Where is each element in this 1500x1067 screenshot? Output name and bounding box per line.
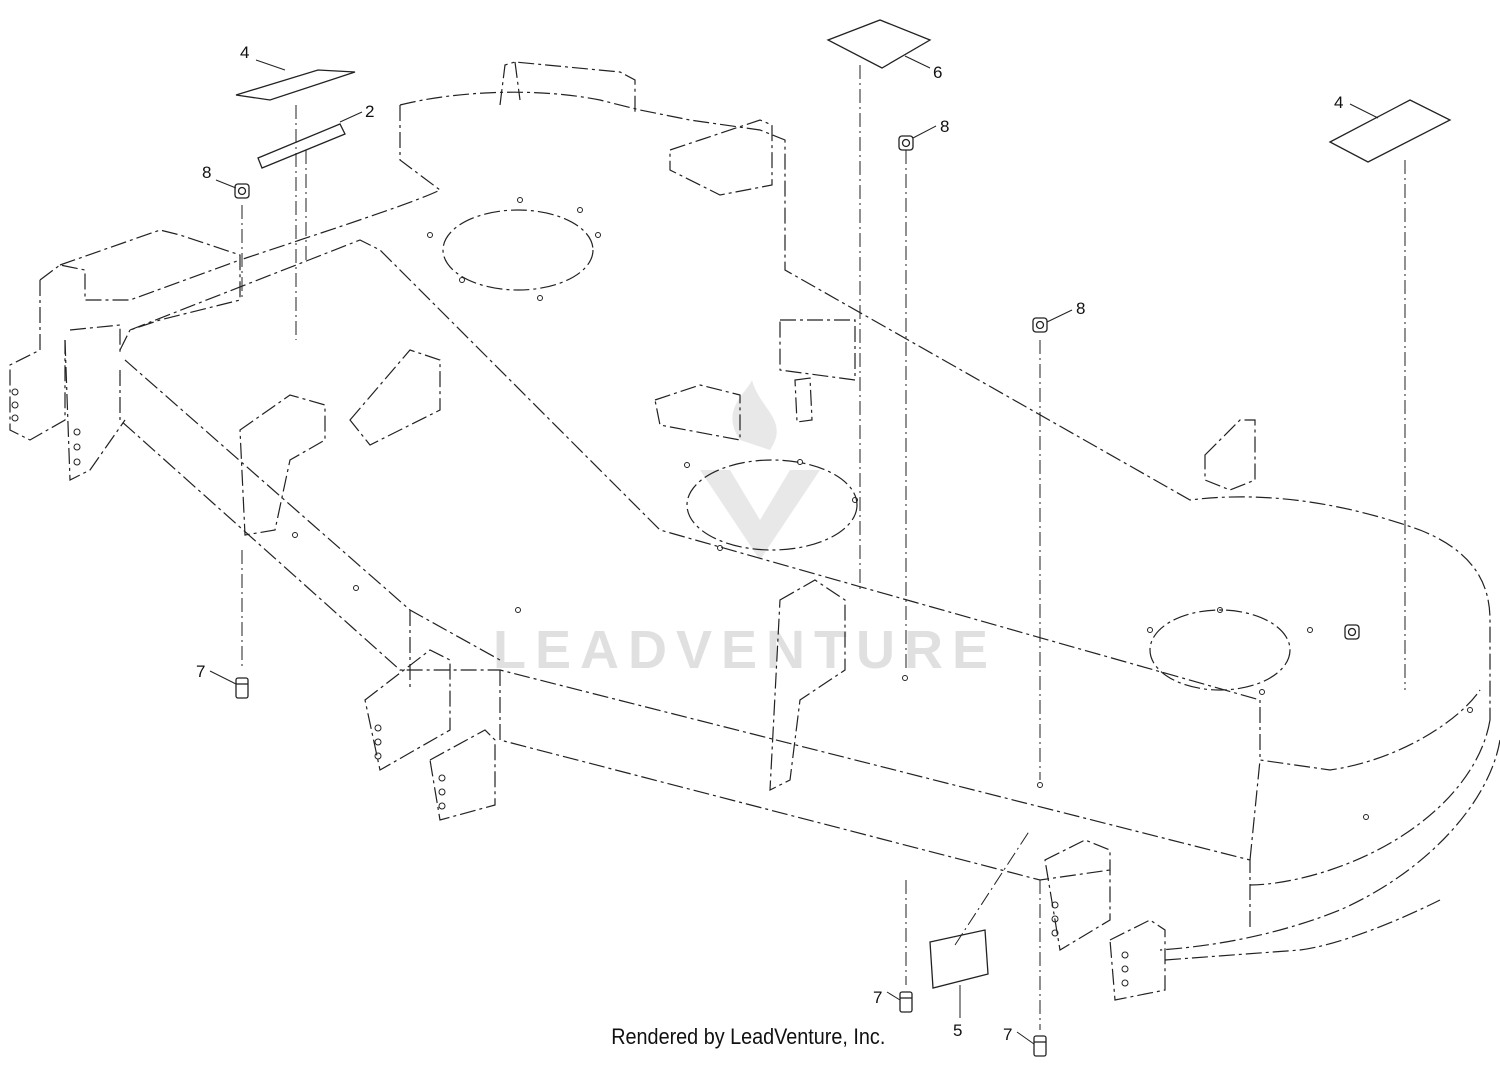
decal-5-shape [929,929,989,989]
callout-decal-2: 2 [365,102,374,121]
watermark-logo-icon [700,470,820,560]
callout-nut-8-right: 8 [1076,299,1085,318]
nut-8-left-icon [234,183,250,199]
decal-6-shape [826,19,932,69]
render-credit: Rendered by LeadVenture, Inc. [0,1024,1500,1050]
watermark: LEADVENTURE [493,380,997,680]
bolt-7-left-icon [235,677,249,699]
callout-nut-8-center: 8 [940,117,949,136]
callout-bolt-7-right: 7 [1003,1025,1012,1044]
decal-2-shape [257,123,346,169]
deck-nut-icon [1344,624,1360,640]
decal-4-right-shape [1328,99,1452,163]
callouts: 4 2 8 6 8 4 8 7 7 5 7 [196,43,1343,1044]
bolt-7-right-icon [1033,1035,1047,1057]
deck-holes [11,197,1473,987]
leader-lines [209,55,1379,1045]
callout-decal-4-left: 4 [240,43,249,62]
render-credit-text: Rendered by LeadVenture, Inc. [611,1024,886,1049]
watermark-text: LEADVENTURE [493,620,997,680]
callout-decal-6: 6 [933,63,942,82]
nut-8-right-icon [1032,317,1048,333]
callout-decal-5: 5 [953,1021,962,1040]
mower-deck [9,61,1500,1001]
assembly-axes [241,65,1406,1030]
nut-8-center-icon [898,135,914,151]
callout-nut-8-left: 8 [202,163,211,182]
callout-bolt-7-center: 7 [873,988,882,1007]
callout-bolt-7-left: 7 [196,662,205,681]
bolt-7-center-icon [899,991,913,1013]
decal-4-left-shape [235,69,356,101]
callout-decal-4-right: 4 [1334,93,1343,112]
